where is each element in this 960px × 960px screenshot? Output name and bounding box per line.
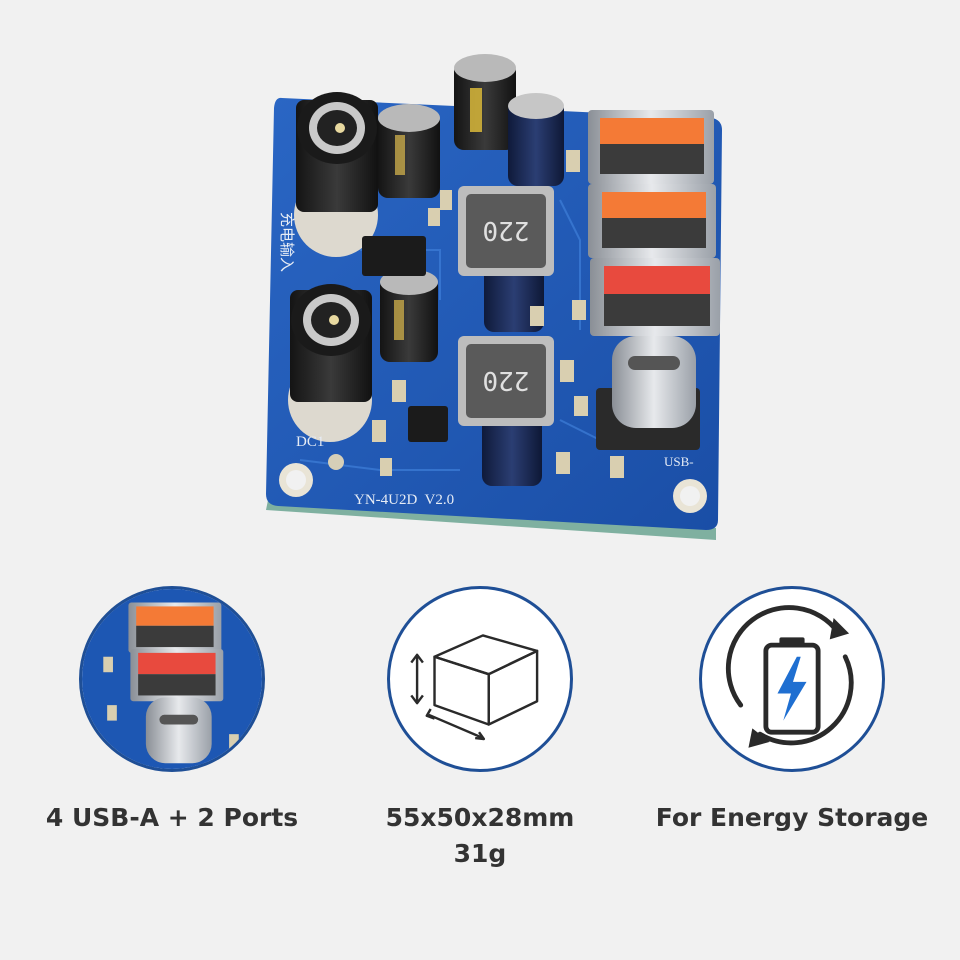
ports-closeup-image — [79, 586, 265, 772]
dc-jack-2 — [288, 284, 372, 442]
usb-a-port-2 — [588, 184, 716, 258]
inductor-marking: 220 — [483, 215, 530, 245]
usb-a-port-3 — [590, 258, 720, 336]
battery-charge-cycle-icon — [699, 586, 885, 772]
feature-energy-storage: For Energy Storage — [656, 586, 928, 836]
model-label: YN-4U2D V2.0 — [354, 492, 454, 508]
usb-label: USB- — [664, 454, 694, 469]
usb-c-port — [596, 336, 700, 450]
feature-sublabel: 31g — [453, 839, 507, 868]
dc-jack-1 — [294, 92, 378, 257]
usb-a-port-1 — [588, 110, 714, 184]
feature-dimensions: 55x50x28mm 31g — [380, 586, 580, 872]
inductor-1: 220 — [458, 186, 554, 276]
inductor-marking: 220 — [483, 365, 530, 395]
feature-ports: 4 USB-A + 2 Ports — [46, 586, 298, 836]
feature-label: 55x50x28mm — [385, 803, 575, 832]
feature-label: 4 USB-A + 2 Ports — [45, 803, 299, 832]
mounting-holes — [279, 454, 707, 513]
inductor-2: 220 — [458, 336, 554, 426]
chinese-silkscreen: 充电输入 — [278, 212, 296, 272]
ic-chip — [408, 406, 448, 442]
box-dimensions-icon — [387, 586, 573, 772]
smd-components — [372, 150, 624, 478]
pcb-board-image: 220 220 DC1 USB- YN-4U2D — [266, 54, 722, 540]
dc-label: DC1 — [296, 434, 324, 450]
feature-label: For Energy Storage — [655, 803, 929, 832]
ic-chip — [362, 236, 426, 276]
